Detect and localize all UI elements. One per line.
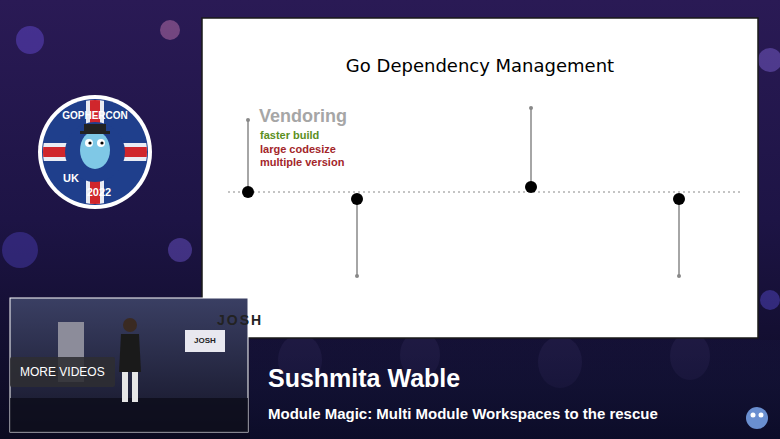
stage-banner — [185, 330, 225, 352]
badge-ring — [38, 95, 152, 209]
button-label: MORE VIDEOS — [20, 365, 105, 379]
speaker-video — [10, 298, 248, 432]
light — [760, 290, 780, 310]
speaker-name: Sushmita Wable — [268, 364, 460, 393]
gopher-icon — [746, 407, 768, 429]
light — [758, 48, 780, 72]
timeline-dot — [351, 193, 363, 205]
light — [160, 20, 180, 40]
gopher-eye — [85, 139, 93, 147]
more-videos-button: MORE VIDEOS — [10, 357, 115, 387]
stem-end — [529, 106, 533, 110]
badge-text: GOPHERCON — [62, 110, 128, 122]
slide — [202, 18, 758, 338]
speaker-leg — [122, 372, 128, 402]
gopher-eye — [759, 413, 764, 418]
speaker-leg — [132, 372, 138, 402]
stem-end — [246, 118, 250, 122]
speaker — [119, 318, 141, 402]
gopher-eye — [751, 413, 756, 418]
stem — [356, 199, 358, 276]
milestone-title: Vendoring — [259, 106, 347, 127]
gopher-hat-brim — [80, 131, 110, 134]
light — [168, 238, 192, 262]
slide-logo: JOSH — [217, 312, 263, 328]
speaker-head — [123, 318, 137, 332]
corner-gopher — [746, 407, 768, 429]
light — [16, 26, 44, 54]
timeline-stems — [248, 108, 679, 276]
talk-title: Module Magic: Multi Module Workspaces to… — [268, 405, 658, 422]
conference-badge — [38, 95, 152, 209]
gopher-eye — [97, 139, 105, 147]
union-flag — [40, 96, 150, 208]
gopher-pupil — [100, 141, 103, 144]
speaker-body — [119, 334, 141, 372]
stem-end — [355, 274, 359, 278]
stage-logo: JOSH — [194, 336, 216, 345]
timeline-dot — [673, 193, 685, 205]
pro-note: faster build — [260, 129, 319, 142]
gopher-hat — [84, 124, 106, 132]
stage-floor — [10, 398, 248, 432]
timeline-dots — [242, 181, 685, 205]
gopher-body — [80, 131, 110, 169]
stem — [530, 108, 532, 187]
timeline — [228, 191, 740, 192]
stem-ends — [246, 106, 681, 278]
light — [2, 232, 38, 268]
gopher-pupil — [88, 141, 91, 144]
con-note: multiple version — [260, 156, 344, 169]
name-band — [250, 340, 780, 439]
stem — [247, 120, 249, 192]
slide-title: Go Dependency Management — [202, 56, 758, 77]
stem — [678, 199, 680, 276]
stem-end — [677, 274, 681, 278]
timeline-dot — [242, 186, 254, 198]
badge-text: UK — [63, 172, 79, 185]
gopher-figure — [80, 124, 110, 169]
con-note: large codesize — [260, 143, 336, 156]
badge-text: 2022 — [87, 186, 111, 199]
timeline-dot — [525, 181, 537, 193]
